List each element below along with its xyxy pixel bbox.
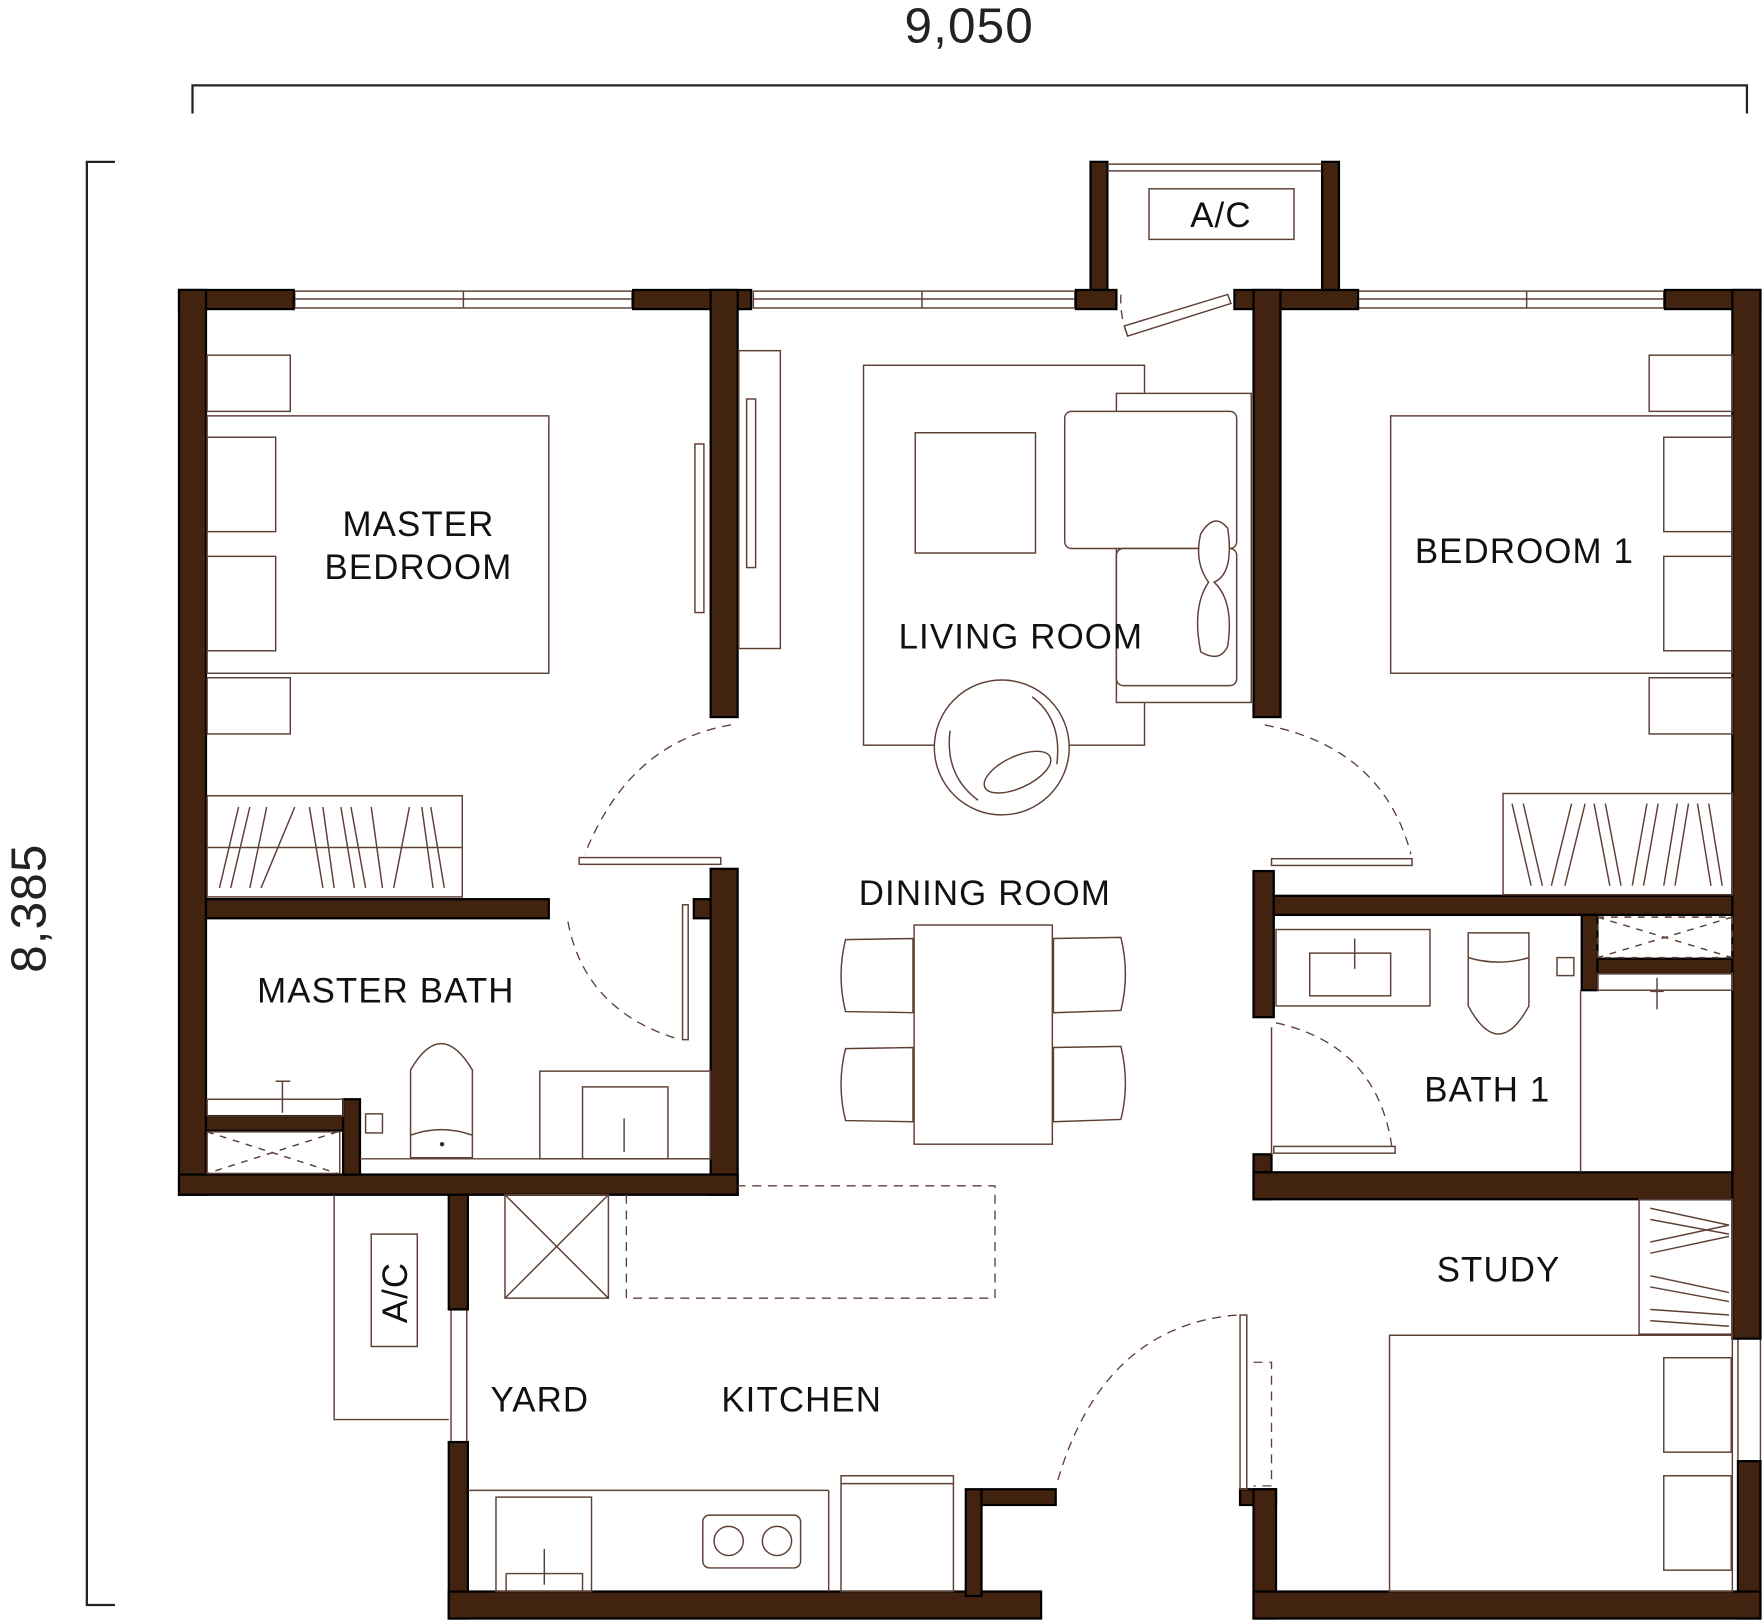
room-label-living-room: LIVING ROOM	[899, 618, 1144, 657]
room-label-dining-room: DINING ROOM	[859, 874, 1111, 913]
room-label-yard: YARD	[490, 1381, 589, 1420]
dining-table-set	[840, 924, 1127, 1145]
bedroom-1-furniture	[1389, 354, 1734, 896]
master-bath-fixtures	[206, 1043, 712, 1175]
shoe-cabinet	[1253, 1361, 1273, 1487]
living-room-furniture	[862, 364, 1253, 816]
main-door-swing	[1056, 1314, 1237, 1484]
master-bath-door[interactable]	[681, 904, 689, 1041]
main-door[interactable]	[1239, 1314, 1248, 1490]
ac-ledge-top: A/C	[1089, 160, 1341, 337]
width-dimension: 9,050	[191, 0, 1749, 114]
walls	[177, 288, 1762, 1620]
room-label-bath-1: BATH 1	[1424, 1070, 1550, 1109]
height-dimension-label: 8,385	[1, 843, 56, 972]
bath-1-fixtures	[1270, 916, 1734, 1173]
ac-label-yard: A/C	[376, 1262, 415, 1323]
room-label-master-bath: MASTER BATH	[257, 972, 514, 1011]
study-furniture	[1388, 1198, 1734, 1593]
bath-1-door[interactable]	[1273, 1145, 1396, 1154]
room-label-master-bedroom-2: BEDROOM	[325, 548, 513, 587]
height-dimension: 8,385	[1, 160, 115, 1607]
master-bedroom-door[interactable]	[578, 856, 722, 866]
bedroom-1-door[interactable]	[1270, 857, 1413, 867]
room-label-master-bedroom: MASTER	[342, 505, 494, 544]
ac-label-top: A/C	[1190, 196, 1251, 235]
bath-1-door-swing	[1275, 1022, 1393, 1147]
room-label-bedroom-1: BEDROOM 1	[1415, 532, 1634, 571]
master-bath-door-swing	[567, 921, 681, 1041]
bedroom-1-door-swing	[1264, 724, 1412, 855]
room-label-study: STUDY	[1437, 1250, 1561, 1289]
master-bedroom-door-swing	[584, 724, 732, 855]
kitchen-fixtures: A/C	[333, 1185, 996, 1593]
master-bedroom-furniture	[206, 349, 782, 898]
width-dimension-label: 9,050	[904, 0, 1033, 54]
room-label-kitchen: KITCHEN	[721, 1381, 882, 1420]
